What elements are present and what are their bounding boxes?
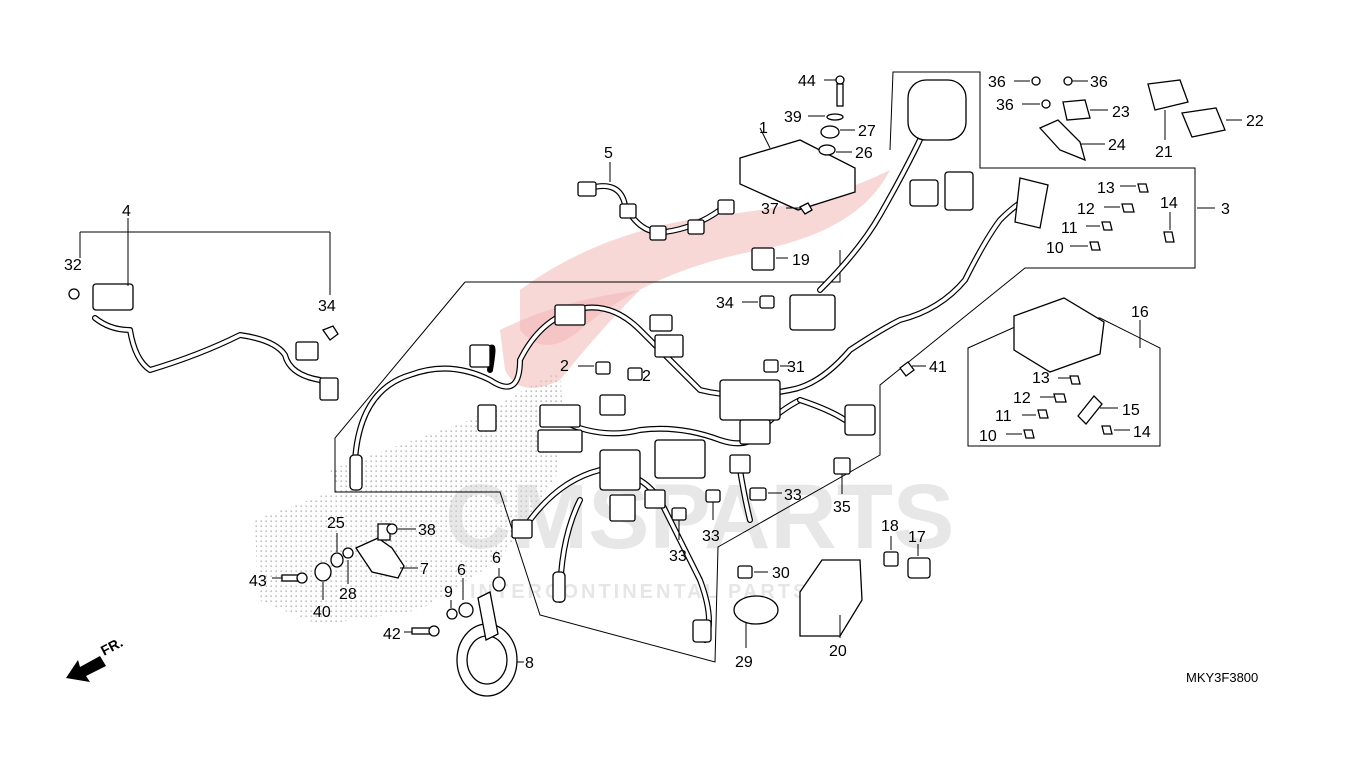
watermark: CMSPARTS INTERCONTINENTAL PARTS [445,170,954,603]
callout-10: 10 [979,428,997,445]
bracket-7-assembly [272,523,418,600]
bracket-group-21-24 [1014,76,1242,162]
front-arrow-icon [66,656,106,682]
callout-34: 34 [318,298,336,315]
callout-36: 36 [988,74,1006,91]
callout-24: 24 [1108,137,1126,154]
callout-3: 3 [1221,201,1230,218]
callout-25: 25 [327,515,345,532]
callout-9: 9 [444,584,453,601]
callout-29: 29 [735,654,753,671]
callout-18: 18 [881,518,899,535]
terminal-group-3 [1070,183,1215,251]
callout-33: 33 [784,487,802,504]
callout-12: 12 [1013,390,1031,407]
callout-38: 38 [418,522,436,539]
callout-13: 13 [1097,180,1115,197]
shading-center [330,370,565,530]
callout-15: 15 [1122,402,1140,419]
frame-harness-left [465,250,841,283]
callout-28: 28 [339,586,357,603]
component-1 [739,127,856,211]
relay-19 [751,247,788,271]
callout-32: 32 [64,257,82,274]
watermark-brand: CMSPARTS [445,466,954,568]
callout-14: 14 [1133,424,1151,441]
callout-36: 36 [1090,74,1108,91]
connector-top-right [1014,177,1049,229]
callout-8: 8 [525,655,534,672]
callout-33: 33 [669,548,687,565]
callout-6: 6 [457,562,466,579]
callout-35: 35 [833,499,851,516]
callout-17: 17 [908,529,926,546]
callout-37: 37 [761,201,779,218]
callout-10: 10 [1046,240,1064,257]
callout-7: 7 [420,561,429,578]
watermark-logo-shape-2 [500,290,640,388]
callout-39: 39 [784,109,802,126]
callout-6: 6 [492,550,501,567]
parts-17-18 [883,536,931,579]
callout-31: 31 [787,359,805,376]
callout-11: 11 [1061,220,1078,237]
callout-21: 21 [1155,144,1173,161]
callout-11: 11 [995,408,1012,425]
callout-16: 16 [1131,304,1149,321]
callout-44: 44 [798,73,816,90]
callout-27: 27 [858,123,876,140]
diagram-reference-code: MKY3F3800 [1186,670,1258,685]
callout-43: 43 [249,573,267,590]
callout-42: 42 [383,626,401,643]
callout-1: 1 [759,120,768,137]
callout-34: 34 [716,295,734,312]
clips-misc [578,295,926,648]
main-wire-harness [349,79,1049,643]
callout-4: 4 [122,203,131,220]
callout-26: 26 [855,145,873,162]
fasteners-top [786,75,855,215]
callout-12: 12 [1077,201,1095,218]
callout-41: 41 [929,359,947,376]
sub-harness-4 [68,218,339,401]
callout-33: 33 [702,528,720,545]
callout-23: 23 [1112,104,1130,121]
callout-5: 5 [604,145,613,162]
horn-8 [404,568,524,697]
callout-2: 2 [560,358,569,375]
front-direction-indicator: FR. [66,634,125,682]
callout-2: 2 [642,368,651,385]
callout-19: 19 [792,252,810,269]
callout-13: 13 [1032,370,1050,387]
ecu-20 [799,559,863,638]
callout-40: 40 [313,604,331,621]
sub-harness-5 [577,162,735,241]
callout-labels: 1 2 2 3 4 5 6 6 7 8 9 10 10 11 11 12 12 … [64,73,1264,672]
callout-36: 36 [996,97,1014,114]
callout-14: 14 [1160,195,1178,212]
callout-22: 22 [1246,113,1264,130]
group-16 [1006,297,1141,439]
front-direction-label: FR. [98,634,125,659]
callout-30: 30 [772,565,790,582]
callout-20: 20 [829,643,847,660]
